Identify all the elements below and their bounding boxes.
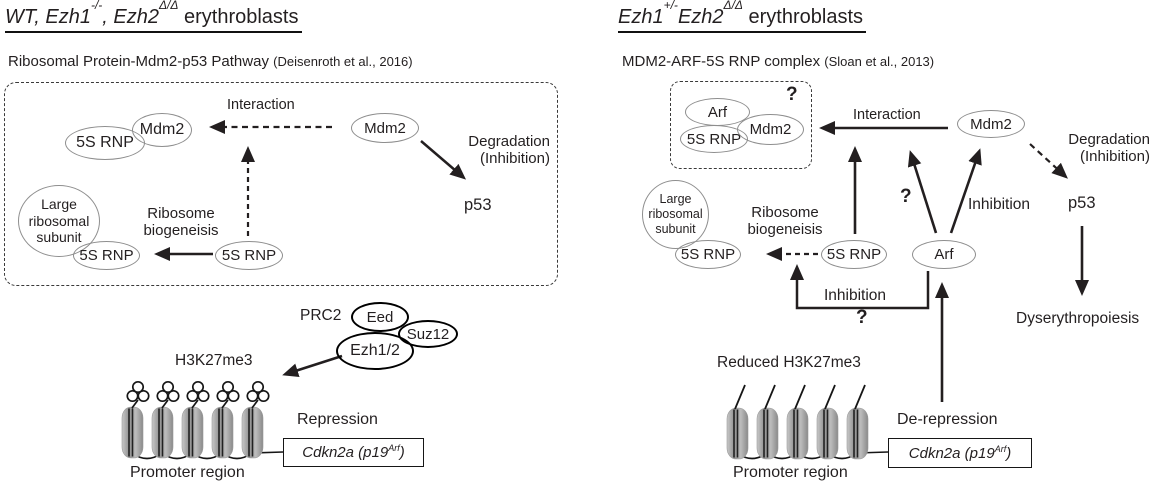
node-large-ribosomal-subunit: Large ribosomal subunit bbox=[18, 185, 100, 257]
inhibition-biogenesis-label: Inhibition bbox=[824, 287, 887, 304]
interaction-label: Interaction bbox=[227, 97, 295, 113]
left-citation: (Deisenroth et al., 2016) bbox=[273, 54, 413, 69]
promoter-region-label: Promoter region bbox=[130, 464, 245, 481]
node-5s-rnp-bound: 5S RNP bbox=[675, 240, 741, 269]
promoter-region-label: Promoter region bbox=[733, 464, 848, 481]
node-5s-rnp-free: 5S RNP bbox=[215, 241, 283, 270]
inhibition-question-mark: ? bbox=[856, 307, 868, 328]
repression-label: Repression bbox=[297, 411, 378, 428]
left-nucleosome-array bbox=[121, 380, 270, 459]
left-pathway-subtitle: Ribosomal Protein-Mdm2-p53 Pathway (Deis… bbox=[8, 53, 413, 70]
interaction-label: Interaction bbox=[853, 107, 921, 123]
ribosome-biogenesis-label: Ribosome biogeneisis bbox=[747, 204, 823, 238]
arf-inhibition-elbow-arrow bbox=[790, 264, 930, 310]
node-mdm2-free: Mdm2 bbox=[957, 110, 1025, 138]
node-5s-rnp-free: 5S RNP bbox=[821, 240, 887, 269]
arf-interaction-question-mark: ? bbox=[900, 186, 912, 207]
reduced-h3k27me3-label: Reduced H3K27me3 bbox=[717, 354, 861, 371]
left-mdm2-to-p53-arrow bbox=[420, 140, 467, 180]
inhibition-mdm2-label: Inhibition bbox=[968, 196, 1031, 213]
right-panel-title: Ezh1+/-Ezh2Δ/Δ erythroblasts bbox=[618, 0, 867, 33]
ribosome-biogenesis-label: Ribosome biogeneisis bbox=[143, 205, 219, 239]
prc2-methylation-arrow bbox=[282, 354, 343, 377]
arf-question-arrow bbox=[907, 150, 938, 234]
degradation-label: Degradation (Inhibition) bbox=[1068, 131, 1150, 165]
p53-label: p53 bbox=[1068, 194, 1096, 212]
prc2-label: PRC2 bbox=[300, 307, 342, 324]
node-suz12: Suz12 bbox=[398, 320, 458, 348]
node-arf-free: Arf bbox=[912, 240, 976, 269]
p53-label: p53 bbox=[464, 196, 492, 214]
node-eed: Eed bbox=[351, 302, 409, 332]
right-nucleosome-array bbox=[726, 384, 869, 460]
complex-question-mark: ? bbox=[786, 84, 798, 105]
mdm2-arf-rnp-complex-box bbox=[670, 81, 812, 169]
node-mdm2-free: Mdm2 bbox=[351, 113, 419, 143]
derepression-label: De-repression bbox=[897, 411, 998, 428]
arf-inhibits-mdm2-arrow bbox=[949, 148, 982, 234]
degradation-label: Degradation (Inhibition) bbox=[468, 133, 550, 167]
node-mdm2-complex: Mdm2 bbox=[737, 114, 804, 145]
left-pathway-box bbox=[4, 82, 558, 286]
right-mdm2-to-p53-dashed-arrow bbox=[1029, 143, 1068, 179]
h3k27me3-label: H3K27me3 bbox=[175, 352, 253, 369]
node-5s-rnp-bound: 5S RNP bbox=[73, 241, 140, 270]
dyserythropoiesis-label: Dyserythropoiesis bbox=[1016, 310, 1140, 327]
left-panel-title: WT, Ezh1-/-, Ezh2Δ/Δ erythroblasts bbox=[5, 0, 302, 33]
right-citation: (Sloan et al., 2013) bbox=[824, 54, 935, 69]
node-mdm2-complex: Mdm2 bbox=[132, 113, 192, 147]
right-pathway-subtitle: MDM2-ARF-5S RNP complex (Sloan et al., 2… bbox=[622, 53, 935, 70]
node-ezh1-2: Ezh1/2 bbox=[336, 332, 414, 370]
node-large-ribosomal-subunit: Large ribosomal subunit bbox=[642, 180, 709, 249]
